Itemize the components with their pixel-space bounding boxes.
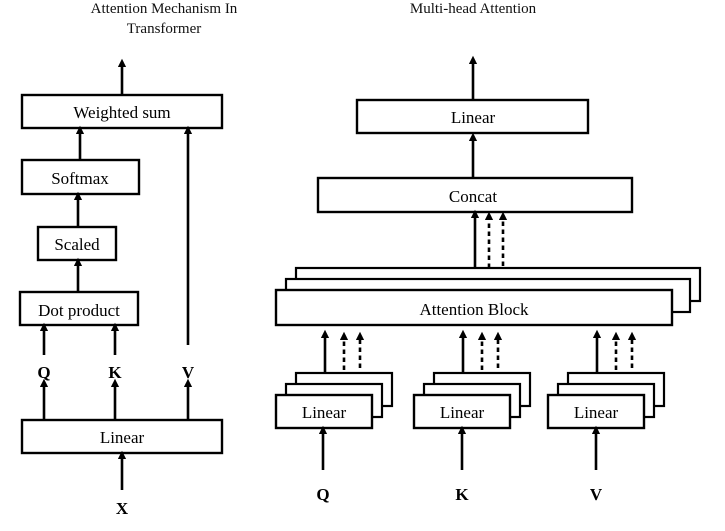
left-panel: Attention Mechanism In Transformer Weigh… bbox=[18, 1, 238, 518]
box-linear-q-label: Linear bbox=[302, 403, 347, 422]
linear-stack-v: Linear V bbox=[546, 329, 666, 504]
box-weighted-sum[interactable] bbox=[20, 93, 224, 130]
box-linear-left-label: Linear bbox=[100, 428, 145, 447]
label-k-left: K bbox=[108, 363, 122, 382]
box-linear-left[interactable] bbox=[20, 418, 224, 455]
box-linear-v[interactable] bbox=[546, 393, 646, 430]
box-attention-block[interactable] bbox=[274, 288, 674, 327]
right-panel-title: Multi-head Attention bbox=[410, 1, 537, 17]
box-scaled[interactable] bbox=[36, 225, 118, 262]
box-linear-out-label: Linear bbox=[451, 108, 496, 127]
box-softmax-label: Softmax bbox=[51, 169, 109, 188]
box-concat-label: Concat bbox=[449, 187, 497, 206]
left-panel-title-line2: Transformer bbox=[127, 21, 201, 37]
label-x: X bbox=[116, 499, 129, 518]
label-q-right: Q bbox=[316, 485, 329, 504]
linear-stack-q: Linear Q bbox=[274, 329, 394, 504]
box-scaled-label: Scaled bbox=[54, 235, 100, 254]
label-k-right: K bbox=[455, 485, 469, 504]
right-panel: Multi-head Attention Linear Concat Atten… bbox=[274, 1, 702, 504]
box-dot-product[interactable] bbox=[18, 290, 140, 327]
label-q-left: Q bbox=[37, 363, 50, 382]
left-panel-title-line1: Attention Mechanism In bbox=[91, 1, 238, 17]
box-linear-v-label: Linear bbox=[574, 403, 619, 422]
box-linear-q[interactable] bbox=[274, 393, 374, 430]
box-linear-k-label: Linear bbox=[440, 403, 485, 422]
box-linear-k[interactable] bbox=[412, 393, 512, 430]
box-dot-product-label: Dot product bbox=[38, 301, 120, 320]
box-concat[interactable] bbox=[316, 176, 634, 214]
box-softmax[interactable] bbox=[20, 158, 141, 196]
label-v-right: V bbox=[590, 485, 603, 504]
box-attention-block-label: Attention Block bbox=[419, 300, 529, 319]
box-weighted-sum-label: Weighted sum bbox=[73, 103, 170, 122]
linear-stack-k: Linear K bbox=[412, 329, 532, 504]
label-v-left: V bbox=[182, 363, 195, 382]
